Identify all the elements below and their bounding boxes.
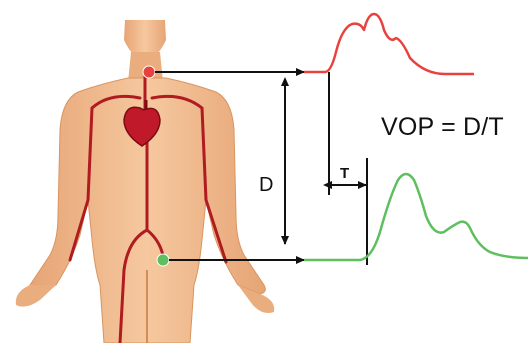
carotid-sensor-dot — [143, 66, 155, 78]
distance-label: D — [259, 174, 273, 197]
proximal-pulse-waveform — [304, 14, 474, 74]
transit-time-label: T — [340, 165, 349, 182]
left-hand — [16, 285, 56, 307]
femoral-sensor-dot — [157, 254, 169, 266]
pulse-wave-velocity-formula: VOP = D/T — [381, 113, 504, 142]
distal-pulse-waveform — [304, 174, 528, 260]
